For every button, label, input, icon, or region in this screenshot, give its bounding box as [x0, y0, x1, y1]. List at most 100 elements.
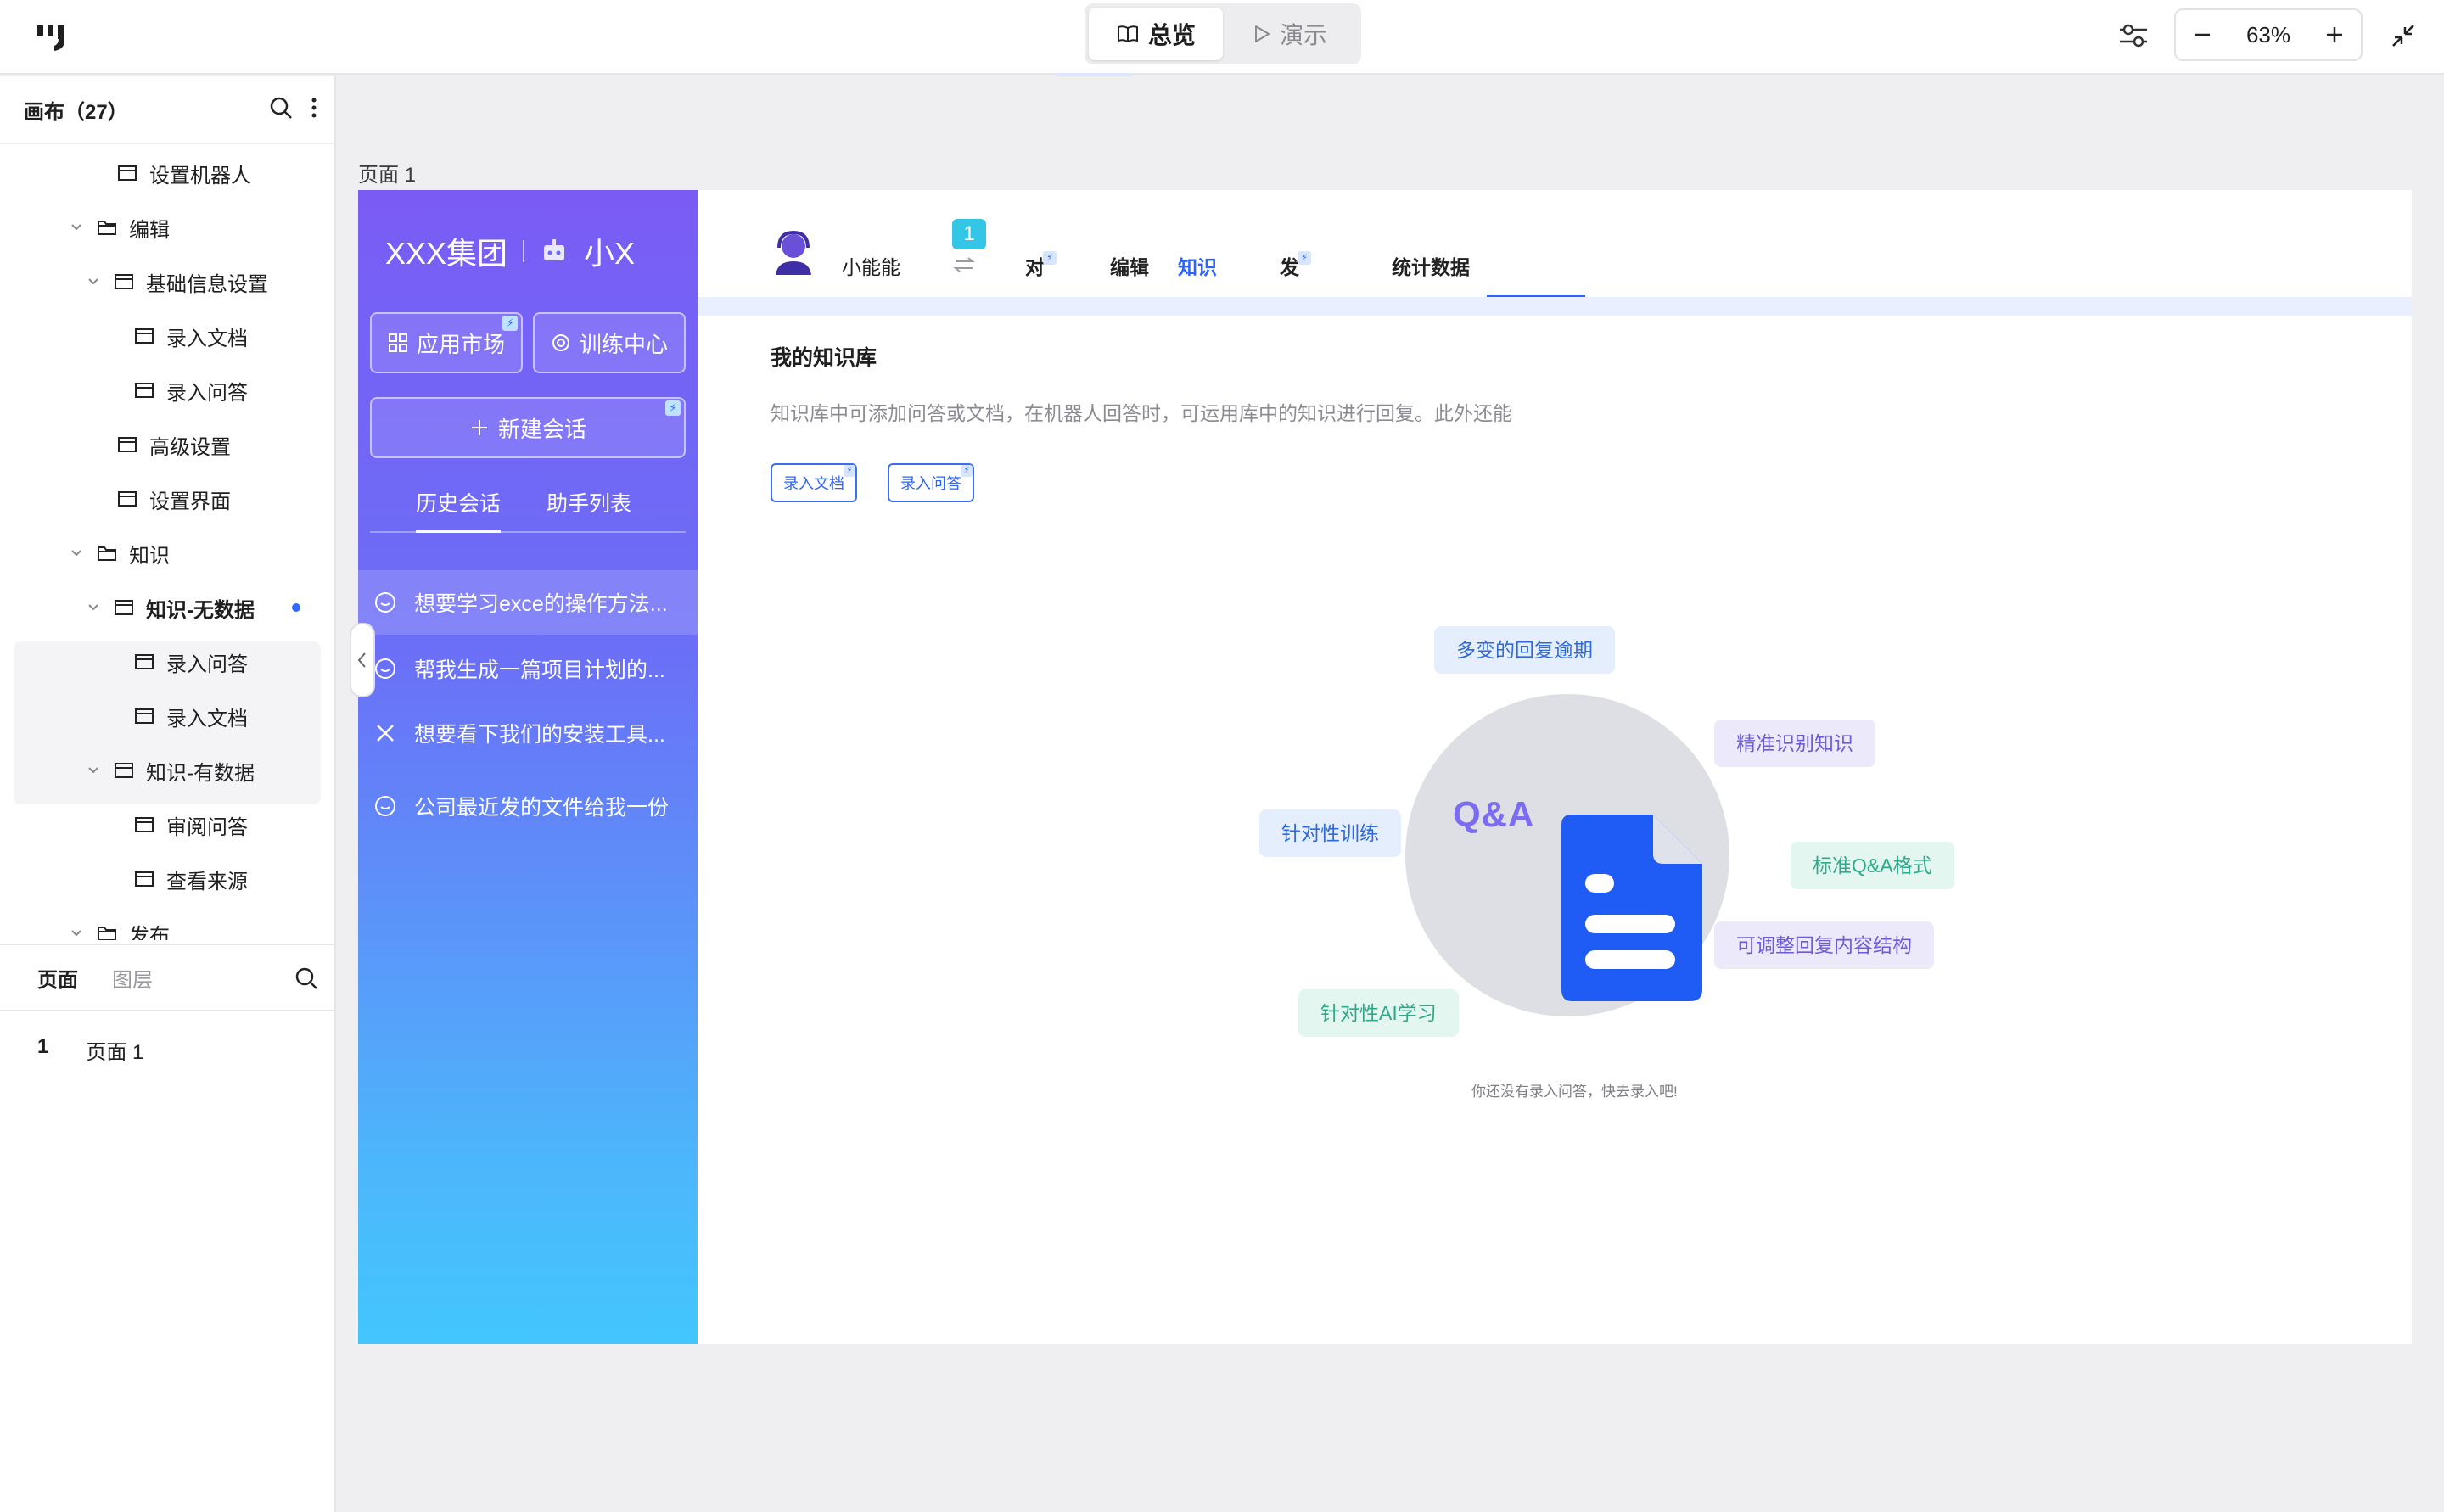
- tree-item-qa-entry[interactable]: 录入问答: [0, 367, 334, 414]
- tree-item-basic-info[interactable]: 基础信息设置: [0, 258, 334, 305]
- history-item-label: 想要学习exce的操作方法...: [414, 592, 668, 616]
- tree-item-review-qa[interactable]: 审阅问答: [0, 801, 334, 848]
- app-market-button[interactable]: 应用市场 ⚡: [370, 312, 523, 373]
- training-center-button[interactable]: 训练中心: [533, 312, 686, 373]
- active-tab-underline: [1487, 295, 1585, 298]
- tab-chat[interactable]: 对⚡: [1025, 251, 1057, 280]
- search-icon[interactable]: [268, 95, 294, 120]
- tree-selection-highlight: [14, 641, 321, 804]
- chevron-down-icon[interactable]: [85, 599, 102, 616]
- lightning-icon: ⚡: [961, 465, 973, 477]
- folder-icon: [98, 927, 116, 940]
- mode-switch: 总览 演示: [1085, 3, 1361, 64]
- tree-item-label: 基础信息设置: [146, 272, 268, 296]
- knowledge-base-description: 知识库中可添加问答或文档，在机器人回答时，可运用库中的知识进行回复。此外还能: [771, 402, 1512, 424]
- chevron-down-icon[interactable]: [85, 273, 102, 290]
- tab-history[interactable]: 历史会话: [399, 487, 518, 533]
- feature-tag: 精准识别知识: [1714, 720, 1875, 767]
- sidebar-collapse-handle[interactable]: [350, 623, 375, 697]
- zoom-level: 63%: [2245, 21, 2291, 48]
- frame-label[interactable]: 页面 1: [358, 164, 417, 187]
- qa-illustration-text: Q&A: [1453, 794, 1535, 834]
- history-item[interactable]: 帮我生成一篇项目计划的...: [358, 636, 698, 701]
- zoom-in-button[interactable]: [2308, 10, 2361, 59]
- plus-icon: [471, 420, 487, 435]
- tab-publish-label: 发: [1280, 256, 1299, 278]
- more-vertical-icon[interactable]: [311, 95, 317, 120]
- support-agent-icon: [776, 230, 811, 275]
- tab-assistants[interactable]: 助手列表: [547, 492, 632, 516]
- brand-divider: [523, 240, 525, 262]
- present-mode-button[interactable]: 演示: [1223, 8, 1357, 60]
- tab-stats[interactable]: 统计数据: [1392, 256, 1470, 278]
- chevron-down-icon[interactable]: [68, 219, 85, 236]
- chevron-down-icon[interactable]: [85, 762, 102, 779]
- tree-folder-edit[interactable]: 编辑: [0, 204, 334, 251]
- folder-icon: [98, 221, 116, 235]
- tree-item-label: 编辑: [129, 218, 170, 242]
- zoom-control: 63%: [2174, 8, 2363, 61]
- page-list-item[interactable]: 1 页面 1: [37, 1035, 143, 1065]
- shrink-arrows-icon: [2392, 25, 2414, 47]
- tree-item-label: 录入问答: [166, 652, 248, 676]
- tab-edit[interactable]: 编辑: [1110, 256, 1149, 278]
- mode-indicator: [1057, 73, 1132, 76]
- page-frame-icon: [118, 165, 137, 181]
- feature-tag: 针对性训练: [1259, 809, 1401, 857]
- empty-state-text: 你还没有录入问答，快去录入吧!: [1471, 1084, 1678, 1100]
- add-document-label: 录入文档: [783, 475, 844, 492]
- tree-item-knowledge-empty[interactable]: 知识-无数据: [0, 584, 334, 631]
- shrink-view-button[interactable]: [2383, 15, 2424, 56]
- chevron-down-icon[interactable]: [68, 545, 85, 562]
- history-item[interactable]: 想要学习exce的操作方法...: [358, 570, 698, 635]
- add-qa-button[interactable]: 录入问答 ⚡: [888, 463, 974, 502]
- tree-item-knowledge-data[interactable]: 知识-有数据: [0, 747, 334, 794]
- tree-folder-knowledge[interactable]: 知识: [0, 529, 334, 577]
- swap-icon[interactable]: [952, 253, 976, 277]
- overview-mode-label: 总览: [1147, 22, 1196, 48]
- history-item[interactable]: 想要看下我们的安装工具...: [358, 701, 698, 765]
- knowledge-base-title: 我的知识库: [771, 346, 877, 370]
- page-frame-icon: [135, 383, 154, 398]
- add-document-button[interactable]: 录入文档 ⚡: [771, 463, 857, 502]
- app-header: 小能能 1 对⚡ 编辑 知识 发⚡ 统计数据: [698, 190, 2412, 297]
- notification-badge: 1: [952, 219, 986, 249]
- overview-mode-button[interactable]: 总览: [1089, 8, 1223, 60]
- plus-icon: [2327, 27, 2342, 42]
- tab-knowledge[interactable]: 知识: [1178, 256, 1217, 278]
- tree-item-label: 录入文档: [166, 707, 248, 731]
- chevron-down-icon[interactable]: [68, 925, 85, 940]
- settings-filter-button[interactable]: [2113, 15, 2154, 56]
- tree-item-view-source[interactable]: 查看来源: [0, 855, 334, 903]
- app-logo-icon[interactable]: [36, 20, 73, 54]
- page-frame-icon: [135, 708, 154, 724]
- page-frame-icon: [118, 437, 137, 452]
- tree-item-doc-entry[interactable]: 录入文档: [0, 692, 334, 740]
- tab-pages[interactable]: 页面: [37, 968, 78, 992]
- tree-item-label: 查看来源: [166, 870, 248, 893]
- chat-bubble-icon: [375, 658, 395, 679]
- lightning-icon: ⚡: [1298, 251, 1311, 265]
- history-item[interactable]: 公司最近发的文件给我一份: [358, 774, 698, 838]
- tree-item-advanced[interactable]: 高级设置: [0, 421, 334, 468]
- tools-icon: [377, 725, 394, 742]
- design-frame: XXX集团 小X 应用市场 ⚡ 训练中心 新建会话 ⚡ 历史会话 助手列表 想要…: [358, 190, 2412, 1344]
- sliders-icon: [2120, 24, 2147, 48]
- tree-item-label: 设置界面: [149, 490, 231, 513]
- present-mode-label: 演示: [1279, 22, 1327, 48]
- tab-layers[interactable]: 图层: [112, 968, 153, 992]
- new-chat-button[interactable]: 新建会话 ⚡: [370, 397, 686, 458]
- tree-folder-publish[interactable]: 发布: [0, 910, 334, 940]
- tree-item-qa-entry[interactable]: 录入问答: [0, 638, 334, 686]
- brand-name: XXX集团: [385, 236, 508, 271]
- tree-item-ui-setup[interactable]: 设置界面: [0, 475, 334, 523]
- history-item-label: 想要看下我们的安装工具...: [414, 723, 665, 747]
- zoom-out-button[interactable]: [2176, 10, 2228, 59]
- page-frame-icon: [115, 763, 133, 778]
- tree-item-doc-entry[interactable]: 录入文档: [0, 312, 334, 360]
- brand-short: 小X: [584, 236, 636, 271]
- tab-publish[interactable]: 发⚡: [1280, 251, 1311, 280]
- search-icon[interactable]: [294, 966, 319, 991]
- tree-item-setup-bot[interactable]: 设置机器人: [0, 149, 334, 197]
- lightning-icon: ⚡: [502, 316, 518, 331]
